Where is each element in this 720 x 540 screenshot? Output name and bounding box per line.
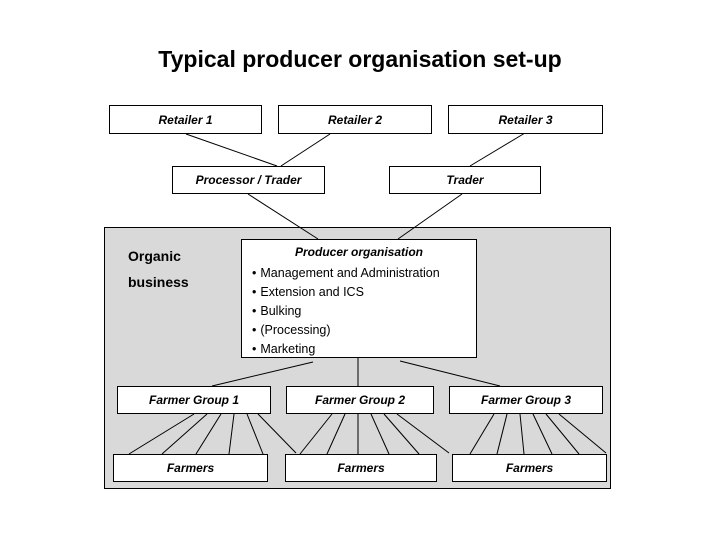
node-farmers-1[interactable]: Farmers: [113, 454, 268, 482]
node-label: Farmer Group 3: [480, 393, 572, 407]
organic-business-line-1: Organic: [128, 248, 181, 264]
node-retailer-3[interactable]: Retailer 3: [448, 105, 603, 134]
node-producer-organisation[interactable]: Producer organisation Management and Adm…: [241, 239, 477, 358]
node-label: Farmers: [505, 461, 554, 475]
node-processor-trader[interactable]: Processor / Trader: [172, 166, 325, 194]
node-label: Trader: [446, 173, 484, 187]
node-farmer-group-1[interactable]: Farmer Group 1: [117, 386, 271, 414]
function-item: Marketing: [252, 340, 476, 359]
node-retailer-1[interactable]: Retailer 1: [109, 105, 262, 134]
edge-retailer3-trader: [469, 132, 526, 167]
page-title: Typical producer organisation set-up: [158, 46, 562, 72]
organic-business-line-2: business: [128, 274, 189, 290]
function-item: Extension and ICS: [252, 283, 476, 302]
function-item: Management and Administration: [252, 264, 476, 283]
node-label: Retailer 3: [498, 112, 553, 127]
node-label: Farmer Group 1: [148, 393, 240, 407]
node-label: Processor / Trader: [195, 173, 302, 187]
organic-business-label: Organic business: [128, 243, 238, 295]
edge-retailer2-processor: [280, 133, 331, 167]
node-label: Retailer 2: [327, 112, 383, 127]
producer-organisation-title: Producer organisation: [294, 245, 424, 259]
producer-organisation-functions: Management and Administration Extension …: [242, 264, 476, 359]
node-farmers-2[interactable]: Farmers: [285, 454, 437, 482]
node-retailer-2[interactable]: Retailer 2: [278, 105, 432, 134]
node-label: Farmers: [166, 461, 215, 475]
node-farmer-group-3[interactable]: Farmer Group 3: [449, 386, 603, 414]
node-trader[interactable]: Trader: [389, 166, 541, 194]
node-label: Farmer Group 2: [314, 393, 406, 407]
node-label: Farmers: [337, 461, 385, 475]
function-item: Bulking: [252, 302, 476, 321]
node-farmer-group-2[interactable]: Farmer Group 2: [286, 386, 434, 414]
node-label: Retailer 1: [158, 112, 213, 127]
edge-retailer1-processor: [185, 133, 278, 167]
function-item: (Processing): [252, 321, 476, 340]
node-farmers-3[interactable]: Farmers: [452, 454, 607, 482]
